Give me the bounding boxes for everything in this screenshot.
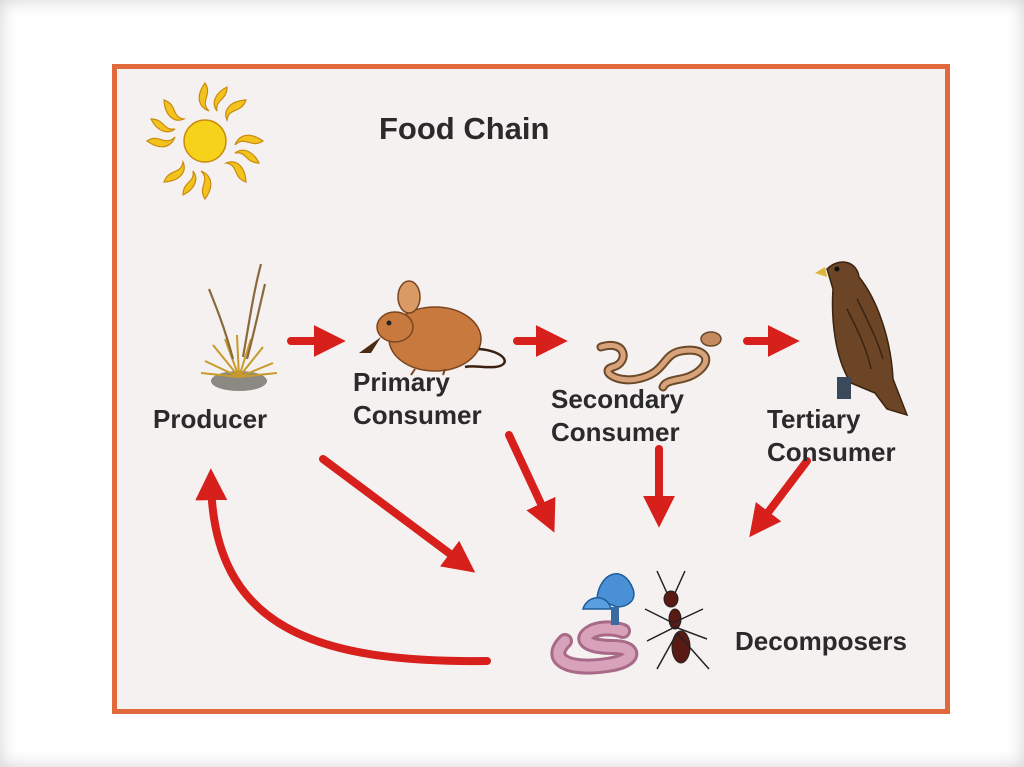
snake-icon bbox=[596, 331, 722, 392]
secondary-consumer-label: Secondary Consumer bbox=[551, 383, 684, 449]
hawk-icon bbox=[815, 261, 909, 417]
grass-icon bbox=[200, 263, 278, 391]
mouse-icon bbox=[359, 280, 506, 376]
arrows bbox=[195, 325, 811, 666]
tertiary-label-line-1: Tertiary bbox=[767, 404, 861, 434]
worm-ant-mushroom-icon bbox=[550, 570, 710, 675]
arrow-producer-to-decomposers bbox=[319, 455, 476, 573]
secondary-label-line-2: Consumer bbox=[551, 417, 680, 447]
primary-consumer-label: Primary Consumer bbox=[353, 366, 482, 432]
arrow-primary-to-decomposers bbox=[505, 431, 556, 533]
diagram-title: Food Chain bbox=[379, 111, 550, 146]
decomposers-label-text: Decomposers bbox=[735, 626, 907, 656]
arrow-decomposers-to-producer bbox=[195, 468, 491, 666]
primary-label-line-1: Primary bbox=[353, 367, 450, 397]
decomposers-label: Decomposers bbox=[735, 625, 907, 658]
producer-label-text: Producer bbox=[153, 404, 268, 434]
primary-label-line-2: Consumer bbox=[353, 400, 482, 430]
sun-icon bbox=[145, 81, 265, 201]
secondary-label-line-1: Secondary bbox=[551, 384, 684, 414]
tertiary-label-line-2: Consumer bbox=[767, 437, 896, 467]
food-chain-diagram: Food Chain Producer Primary Consumer Sec… bbox=[112, 64, 950, 714]
producer-label: Producer bbox=[153, 403, 267, 436]
tertiary-consumer-label: Tertiary Consumer bbox=[767, 403, 896, 469]
diagram-canvas bbox=[145, 81, 909, 675]
arrow-tertiary-to-decomposers bbox=[749, 457, 811, 538]
